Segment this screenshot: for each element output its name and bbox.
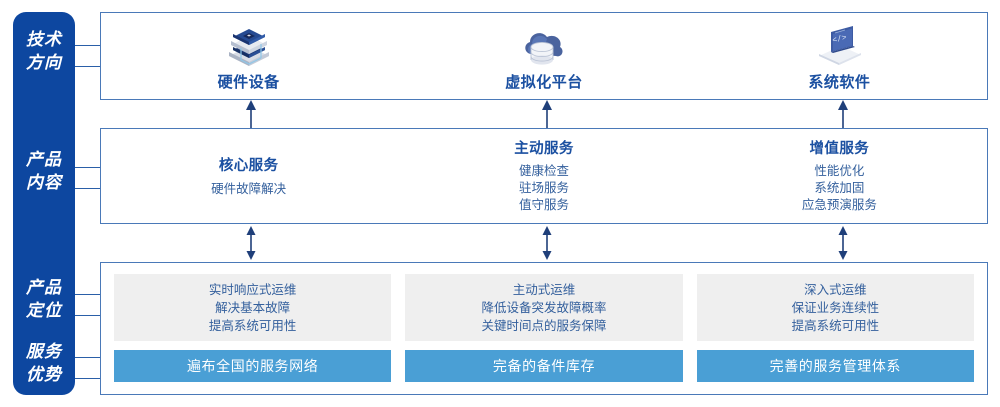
tech-item-hardware[interactable]: 硬件设备 — [101, 13, 396, 99]
connector-line — [63, 167, 101, 168]
bottom-column-1: 实时响应式运维 解决基本故障 提高系统可用性 遍布全国的服务网络 — [114, 274, 392, 382]
tech-label: 硬件设备 — [217, 74, 280, 91]
arrow-up-hardware — [244, 100, 258, 128]
content-line: 应急预演服务 — [801, 198, 877, 212]
content-line: 驻场服务 — [518, 181, 569, 195]
connector-line — [63, 45, 101, 46]
advantage-bar-1[interactable]: 遍布全国的服务网络 — [114, 350, 392, 382]
position-line: 提高系统可用性 — [208, 318, 297, 333]
position-line: 解决基本故障 — [215, 300, 291, 315]
rail-label-line1: 产品 — [26, 150, 62, 169]
position-line: 关键时间点的服务保障 — [481, 318, 607, 333]
content-title: 主动服务 — [514, 141, 574, 157]
rail-label-line2: 内容 — [26, 173, 62, 192]
arrow-up-system-software — [836, 100, 850, 128]
cloud-database-icon — [516, 22, 572, 70]
rail-label-tech-direction: 技术 方向 — [13, 28, 75, 74]
connector-line — [63, 188, 101, 189]
content-line: 健康检查 — [518, 164, 569, 178]
laptop-code-icon: </> — [809, 22, 869, 70]
arrow-up-down-right — [836, 226, 850, 260]
tech-label: 虚拟化平台 — [505, 74, 583, 91]
position-panel-2[interactable]: 主动式运维 降低设备突发故障概率 关键时间点的服务保障 — [405, 274, 683, 341]
content-line: 系统加固 — [814, 181, 865, 195]
svg-text:</>: </> — [832, 33, 848, 45]
content-line: 值守服务 — [518, 198, 569, 212]
content-line: 硬件故障解决 — [211, 181, 287, 196]
rail-label-line1: 产品 — [26, 278, 62, 297]
tech-item-system-software[interactable]: </> 系统软件 — [692, 13, 987, 99]
position-line: 提高系统可用性 — [791, 318, 880, 333]
advantage-bar-3[interactable]: 完善的服务管理体系 — [696, 350, 974, 382]
content-title: 增值服务 — [809, 141, 870, 157]
tech-direction-box: 硬件设备 — [100, 12, 988, 100]
position-line: 深入式运维 — [804, 282, 867, 297]
rail-label-line2: 优势 — [26, 365, 62, 384]
position-line: 实时响应式运维 — [208, 282, 297, 297]
rail-label-line2: 方向 — [26, 53, 62, 72]
product-position-advantage-box: 实时响应式运维 解决基本故障 提高系统可用性 遍布全国的服务网络 主动式运维 降… — [100, 262, 988, 395]
arrow-up-down-left — [244, 226, 258, 260]
tech-label: 系统软件 — [808, 74, 871, 91]
content-item-value-added-service[interactable]: 增值服务 性能优化 系统加固 应急预演服务 — [692, 129, 987, 223]
arrow-up-down-middle — [540, 226, 554, 260]
server-stack-icon — [221, 22, 277, 70]
product-content-box: 核心服务 硬件故障解决 主动服务 健康检查 驻场服务 值守服务 增值服务 性能优… — [100, 128, 988, 224]
connector-line — [63, 66, 101, 67]
connector-line — [63, 294, 101, 295]
position-line: 保证业务连续性 — [791, 300, 880, 315]
content-line: 性能优化 — [814, 164, 865, 178]
position-panel-1[interactable]: 实时响应式运维 解决基本故障 提高系统可用性 — [114, 274, 392, 341]
rail-label-line1: 服务 — [26, 342, 62, 361]
tech-item-virtualization[interactable]: 虚拟化平台 — [396, 13, 691, 99]
rail-label-line2: 定位 — [26, 301, 62, 320]
content-item-core-service[interactable]: 核心服务 硬件故障解决 — [101, 129, 396, 223]
content-title: 核心服务 — [218, 157, 279, 174]
arrow-up-virtualization — [540, 100, 554, 128]
category-rail — [13, 12, 75, 395]
rail-label-line1: 技术 — [26, 30, 62, 49]
position-panel-3[interactable]: 深入式运维 保证业务连续性 提高系统可用性 — [696, 274, 974, 341]
connector-line — [63, 378, 101, 379]
rail-label-product-content: 产品 内容 — [13, 148, 75, 194]
connector-line — [63, 357, 101, 358]
position-line: 主动式运维 — [512, 282, 576, 297]
position-line: 降低设备突发故障概率 — [481, 300, 607, 315]
bottom-column-2: 主动式运维 降低设备突发故障概率 关键时间点的服务保障 完备的备件库存 — [405, 274, 683, 382]
rail-label-service-advantage: 服务 优势 — [13, 340, 75, 386]
connector-line — [63, 315, 101, 316]
content-item-proactive-service[interactable]: 主动服务 健康检查 驻场服务 值守服务 — [396, 129, 691, 223]
advantage-bar-2[interactable]: 完备的备件库存 — [405, 350, 683, 382]
bottom-column-3: 深入式运维 保证业务连续性 提高系统可用性 完善的服务管理体系 — [696, 274, 974, 382]
rail-label-product-position: 产品 定位 — [13, 276, 75, 322]
